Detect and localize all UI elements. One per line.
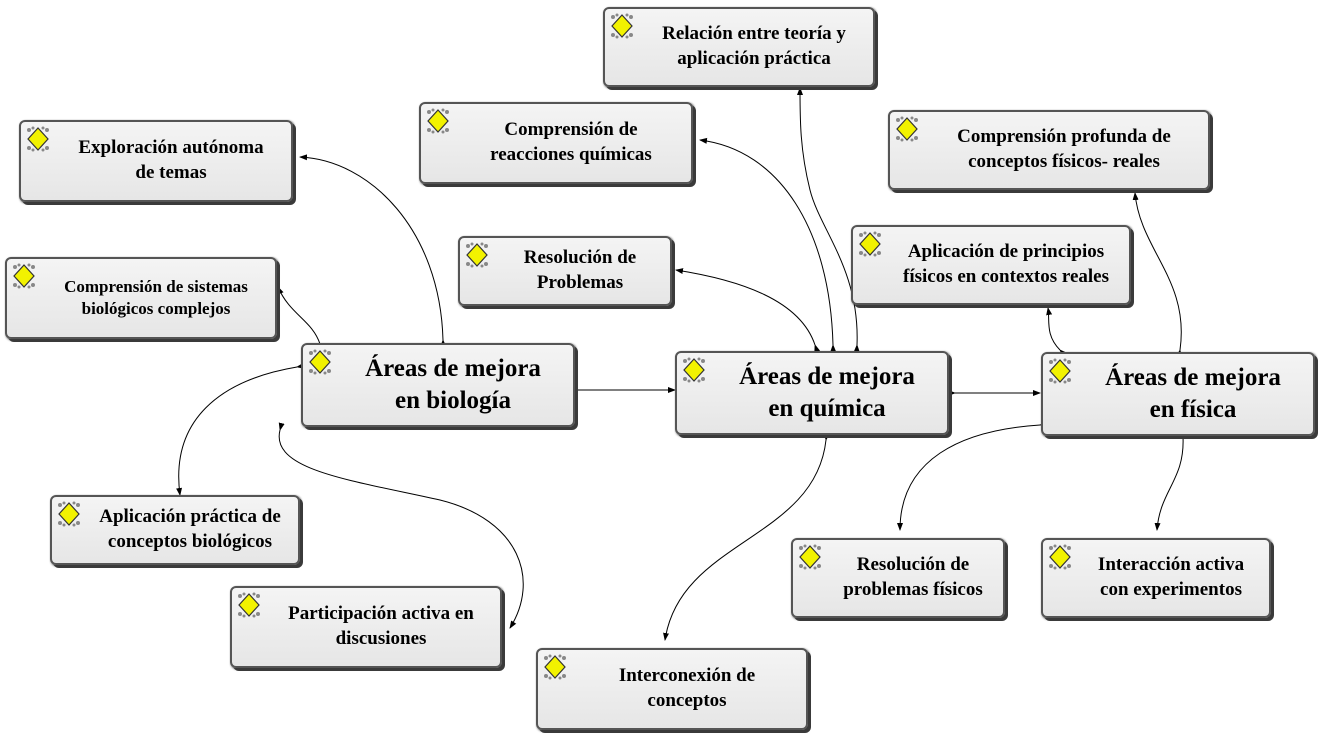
node-label: Aplicación de principios físicos en cont… (903, 241, 1109, 287)
concept-diamond-icon (799, 544, 821, 570)
node-label: Áreas de mejora en biología (365, 354, 541, 415)
edge-quimica-relacion (797, 87, 860, 353)
node-aplicacion-principios[interactable]: Aplicación de principios físicos en cont… (851, 225, 1131, 305)
concept-diamond-icon (58, 501, 80, 527)
concept-diamond-icon (309, 349, 331, 375)
concept-diamond-icon (859, 231, 881, 257)
node-label: Comprensión de reacciones químicas (490, 119, 652, 165)
concept-diamond-icon (238, 592, 260, 618)
node-reacciones[interactable]: Comprensión de reacciones químicas (419, 102, 693, 184)
node-comprension-profunda[interactable]: Comprensión profunda de conceptos físico… (888, 110, 1210, 190)
node-label: Exploración autónoma de temas (78, 137, 264, 183)
edge-fisica-interaccion (1154, 429, 1186, 531)
edge-fisica-resolucion (897, 421, 1048, 531)
node-label: Aplicación práctica de conceptos biológi… (99, 506, 281, 552)
node-label: Comprensión de sistemas biológicos compl… (64, 276, 248, 318)
node-label: Comprensión profunda de conceptos físico… (957, 126, 1171, 172)
node-participacion[interactable]: Participación activa en discusiones (230, 586, 502, 668)
concept-diamond-icon (683, 357, 705, 383)
node-interconexion[interactable]: Interconexión de conceptos (536, 648, 808, 730)
node-relacion-teoria[interactable]: Relación entre teoría y aplicación práct… (603, 7, 875, 87)
node-sistemas[interactable]: Comprensión de sistemas biológicos compl… (5, 257, 277, 339)
node-areas-biologia[interactable]: Áreas de mejora en biología (301, 343, 575, 427)
concept-diamond-icon (896, 116, 918, 142)
node-label: Áreas de mejora en química (739, 362, 915, 423)
node-areas-quimica[interactable]: Áreas de mejora en química (675, 351, 949, 435)
concept-diamond-icon (466, 242, 488, 268)
edge-biologia-sistemas (277, 286, 326, 352)
edge-biologia-exploracion (299, 154, 447, 348)
concept-diamond-icon (427, 108, 449, 134)
node-label: Áreas de mejora en física (1105, 363, 1281, 424)
edge-quimica-resolucion (675, 268, 821, 353)
node-resolucion-problemas[interactable]: Resolución de Problemas (458, 236, 672, 306)
edge-fisica-principios (1046, 307, 1068, 358)
concept-diamond-icon (27, 126, 49, 152)
node-label: Participación activa en discusiones (288, 603, 474, 649)
edge-fisica-profunda (1132, 192, 1182, 358)
concept-diamond-icon (1049, 544, 1071, 570)
concept-diamond-icon (1049, 358, 1071, 384)
concept-diamond-icon (544, 654, 566, 680)
node-interaccion-experimentos[interactable]: Interacción activa con experimentos (1041, 538, 1271, 618)
node-label: Relación entre teoría y aplicación práct… (662, 23, 846, 69)
node-label: Interacción activa con experimentos (1097, 554, 1245, 600)
node-aplicacion-biologicos[interactable]: Aplicación práctica de conceptos biológi… (50, 495, 300, 565)
node-label: Resolución de problemas físicos (843, 554, 983, 600)
node-resolucion-fisicos[interactable]: Resolución de problemas físicos (791, 538, 1005, 618)
concept-diamond-icon (13, 263, 35, 289)
edge-biologia-aplicacion (176, 362, 305, 496)
node-areas-fisica[interactable]: Áreas de mejora en física (1041, 352, 1315, 436)
edge-quimica-reacciones (699, 137, 837, 353)
node-label: Resolución de Problemas (523, 247, 637, 293)
node-label: Interconexión de conceptos (618, 665, 756, 711)
node-exploracion[interactable]: Exploración autónoma de temas (19, 120, 293, 202)
concept-diamond-icon (611, 13, 633, 39)
